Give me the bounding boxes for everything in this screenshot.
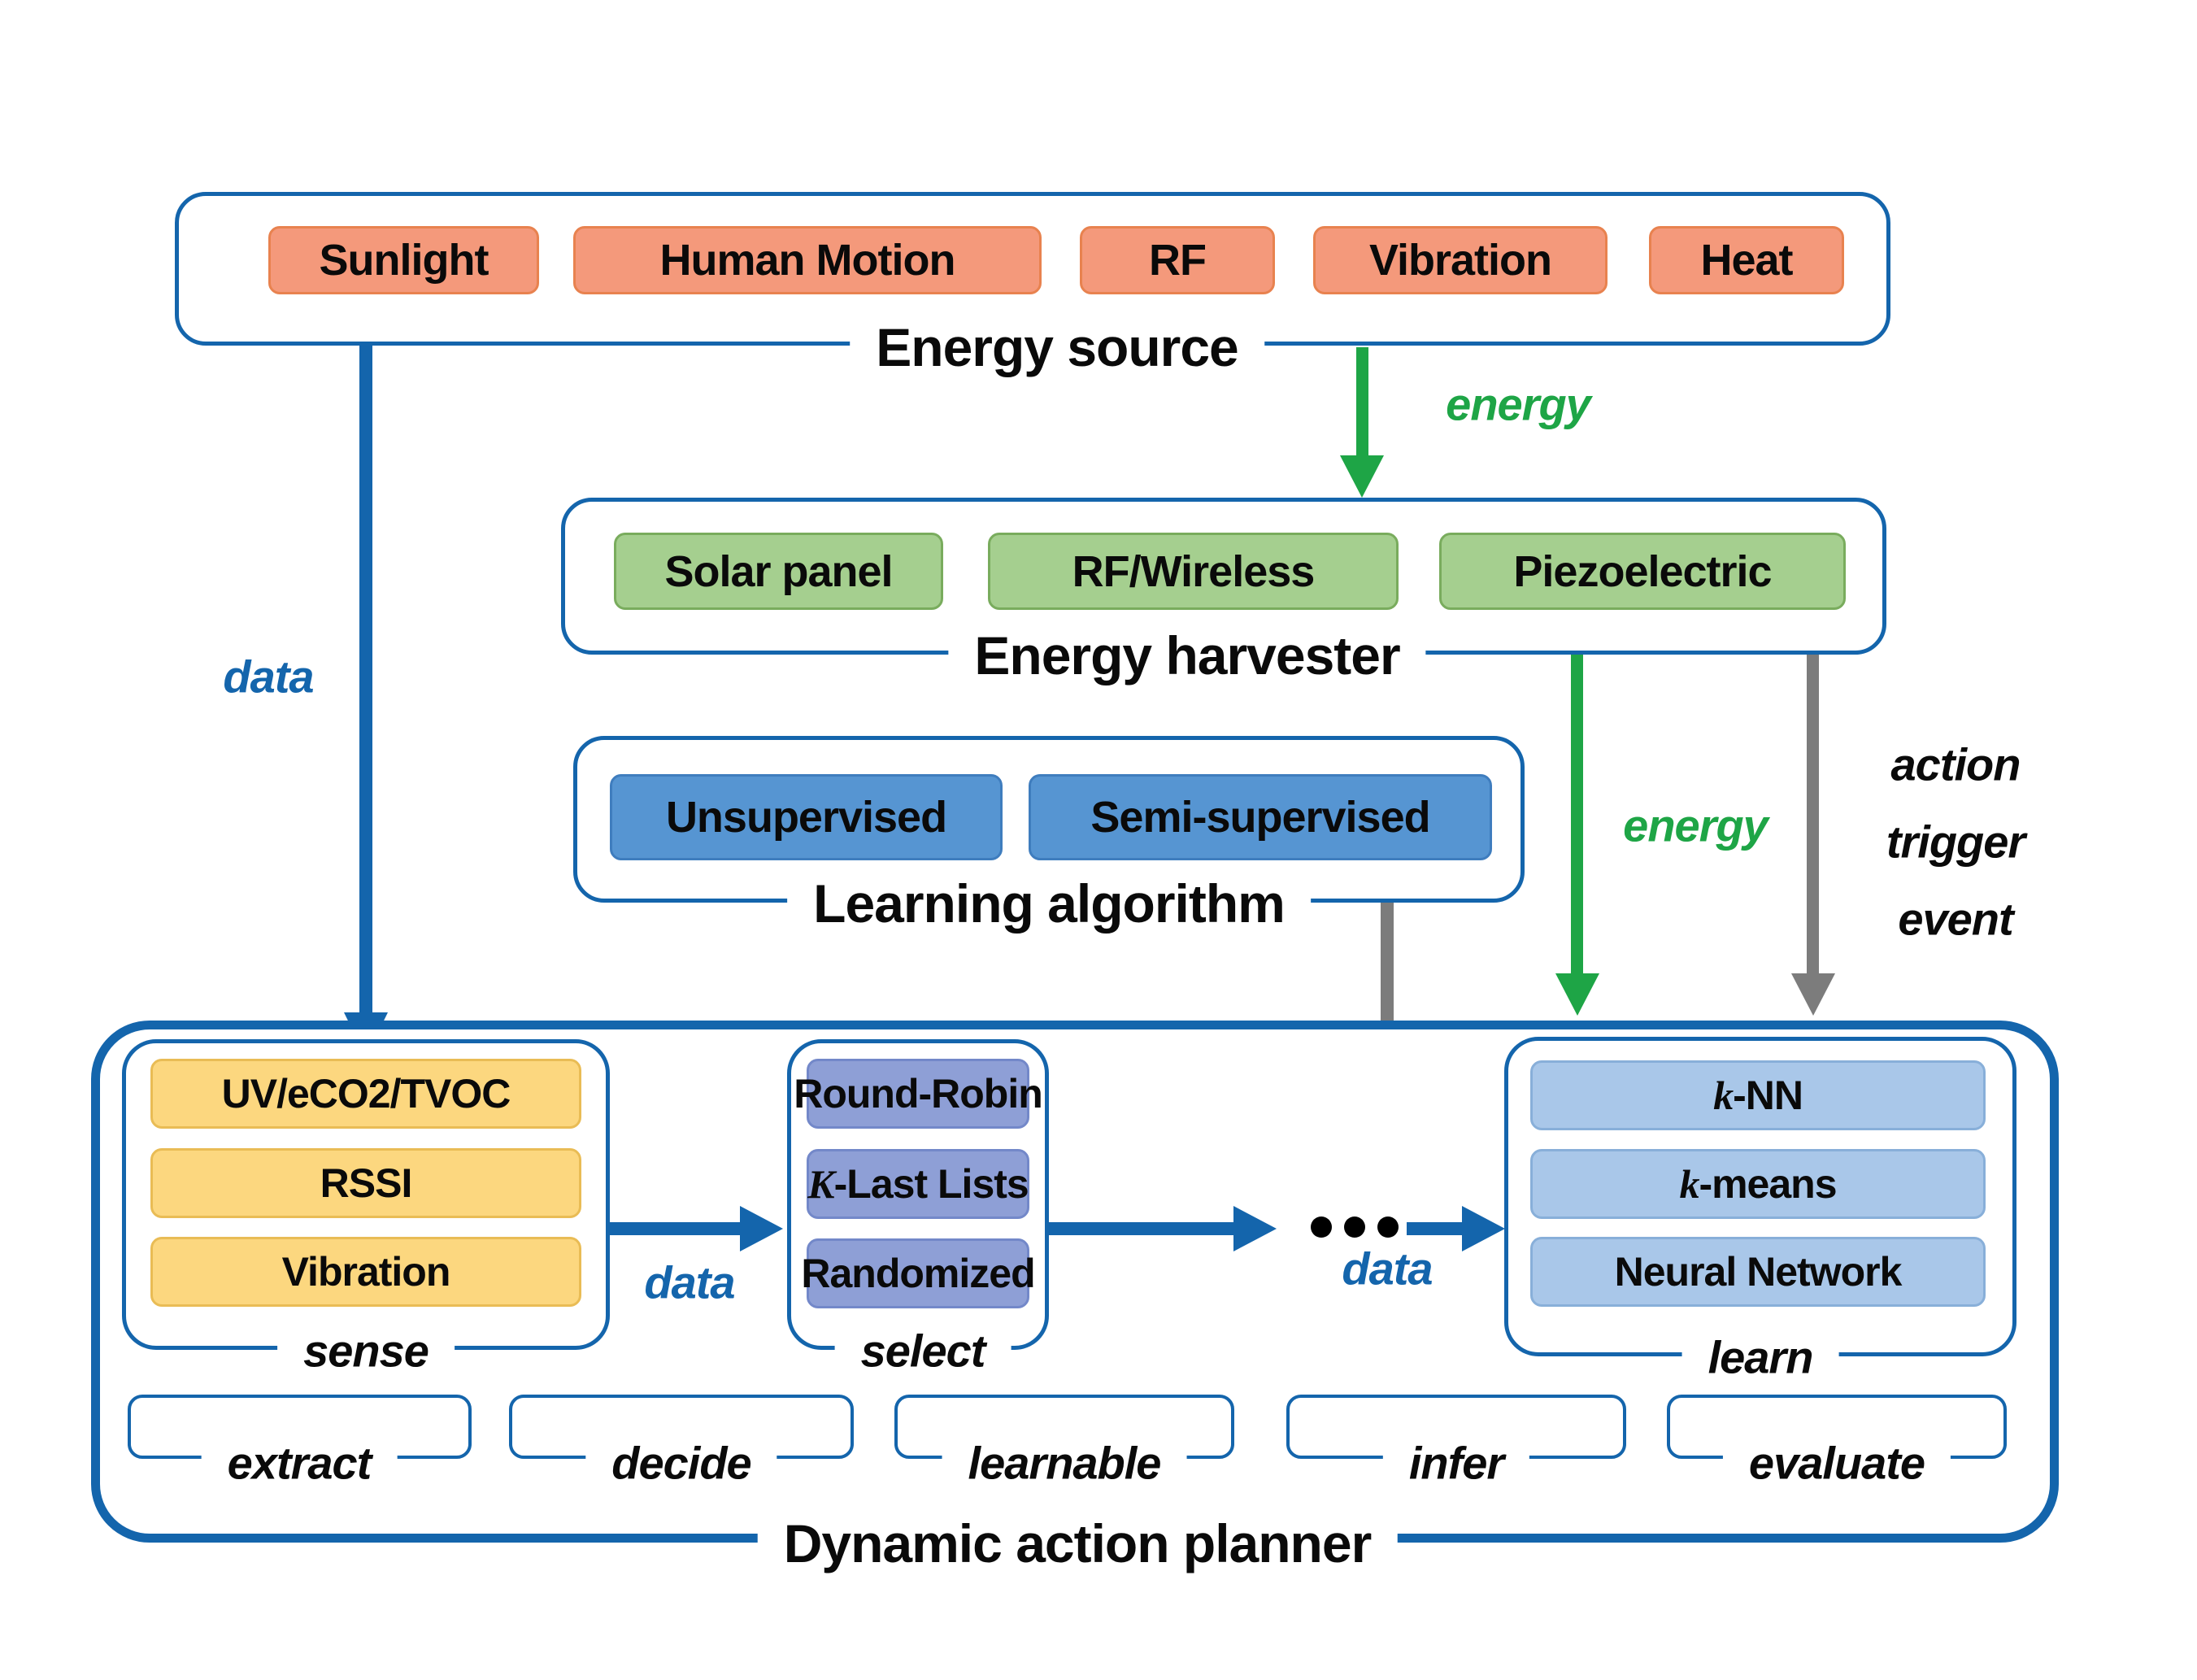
piezoelectric-label: Piezoelectric [1513,546,1772,596]
energy-arrow-top-line [1356,347,1368,455]
sunlight-label: Sunlight [319,236,489,285]
action-trigger-line1: action [1890,738,2021,790]
energy-harvester-title: Energy harvester [948,623,1426,688]
data-arrow-dots-learn-line [1407,1222,1462,1235]
sense-item-rssi: RSSI [150,1148,581,1218]
knn-prefix: k [1713,1073,1734,1118]
energy-arrow-top-label: energy [1446,378,1591,430]
ellipsis-dot-icon [1311,1216,1332,1238]
algorithm-item-semi-supervised: Semi-supervised [1029,774,1492,860]
data-arrow-sense-select-label: data [644,1256,735,1308]
round-robin-label: Round-Robin [794,1071,1043,1116]
action-trigger-label: action trigger event [1881,725,2030,958]
sense-title: sense [277,1322,455,1379]
harvester-item-piezoelectric: Piezoelectric [1439,533,1846,610]
ellipsis-dot-icon [1344,1216,1365,1238]
energy-arrow-top-head-icon [1340,455,1384,498]
unsupervised-label: Unsupervised [665,793,947,842]
learn-item-kmeans: k-means [1530,1149,1986,1219]
action-trigger-line2: trigger [1886,816,2025,868]
action-trigger-arrow-line [1807,655,1819,973]
learn-item-knn: k-NN [1530,1060,1986,1130]
rf-wireless-label: RF/Wireless [1072,546,1316,596]
kmeans-prefix: k [1679,1161,1699,1207]
energy-arrow-mid-label: energy [1623,799,1768,851]
energy-source-item-vibration: Vibration [1313,226,1608,294]
k-last-lists-label: -Last Lists [833,1161,1029,1207]
data-arrow-line [359,344,372,1012]
energy-source-title: Energy source [850,315,1264,380]
harvester-item-rf-wireless: RF/Wireless [988,533,1399,610]
semi-supervised-label: Semi-supervised [1090,793,1430,842]
stage-label-extract: extract [201,1434,398,1491]
action-trigger-arrow-head-icon [1791,973,1835,1016]
data-arrow-label: data [223,651,314,703]
sense-vibration-label: Vibration [281,1249,451,1295]
select-item-k-last-lists: K-Last Lists [807,1149,1029,1219]
uv-eco2-tvoc-label: UV/eCO2/TVOC [221,1071,511,1116]
human-motion-label: Human Motion [659,236,956,285]
stage-label-infer: infer [1382,1434,1530,1491]
knn-label: -NN [1733,1073,1803,1118]
energy-arrow-mid-line [1571,655,1583,973]
k-last-lists-prefix: K [807,1161,834,1207]
stage-label-learnable: learnable [942,1434,1187,1491]
rf-label: RF [1149,236,1207,285]
learn-title: learn [1681,1329,1839,1386]
data-arrow-sense-select-line [610,1222,740,1235]
harvester-item-solar-panel: Solar panel [614,533,943,610]
algorithm-item-unsupervised: Unsupervised [610,774,1003,860]
energy-arrow-mid-head-icon [1555,973,1599,1016]
randomized-label: Randomized [801,1251,1035,1296]
dynamic-action-planner-title: Dynamic action planner [757,1511,1398,1576]
learn-item-neural-network: Neural Network [1530,1237,1986,1307]
data-arrow-sense-select-head-icon [740,1206,783,1251]
heat-label: Heat [1700,236,1793,285]
select-title: select [834,1322,1011,1379]
stage-label-evaluate: evaluate [1722,1434,1951,1491]
rssi-label: RSSI [320,1160,413,1206]
data-arrow-select-dots-line [1049,1222,1233,1235]
data-arrow-dots-learn-head-icon [1462,1206,1505,1251]
stage-label-decide: decide [585,1434,777,1491]
neural-network-label: Neural Network [1614,1249,1903,1295]
sense-item-vibration: Vibration [150,1237,581,1307]
action-trigger-line3: event [1898,893,2013,945]
energy-source-item-sunlight: Sunlight [268,226,539,294]
select-item-randomized: Randomized [801,1238,1036,1308]
energy-source-item-heat: Heat [1649,226,1844,294]
vibration-label: Vibration [1368,236,1552,285]
data-arrow-select-learn-label: data [1342,1243,1433,1295]
energy-source-item-human-motion: Human Motion [573,226,1042,294]
kmeans-label: -means [1699,1161,1837,1207]
ellipsis-dot-icon [1377,1216,1399,1238]
data-arrow-select-dots-head-icon [1233,1206,1277,1251]
sense-item-uv-eco2-tvoc: UV/eCO2/TVOC [150,1059,581,1129]
energy-source-item-rf: RF [1080,226,1275,294]
select-item-round-robin: Round-Robin [794,1059,1043,1129]
learning-algorithm-title: Learning algorithm [787,871,1311,936]
solar-panel-label: Solar panel [664,546,893,596]
